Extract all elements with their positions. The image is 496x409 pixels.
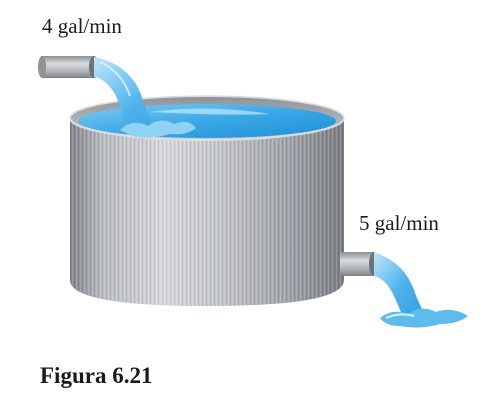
inflow-rate-label: 4 gal/min	[42, 14, 122, 38]
outflow-stream	[374, 252, 468, 328]
outflow-pipe	[340, 252, 379, 276]
water-highlight	[150, 108, 270, 115]
figure-caption: Figura 6.21	[40, 363, 153, 388]
outflow-rate-label: 5 gal/min	[359, 211, 439, 235]
tank-ribbing	[70, 118, 344, 306]
tank-rim-lip	[69, 95, 345, 141]
outflow-splash	[380, 308, 468, 328]
inflow-pipe	[38, 56, 99, 78]
tank	[69, 95, 345, 306]
inflow-stream	[94, 57, 196, 138]
inflow-splash	[120, 120, 196, 138]
